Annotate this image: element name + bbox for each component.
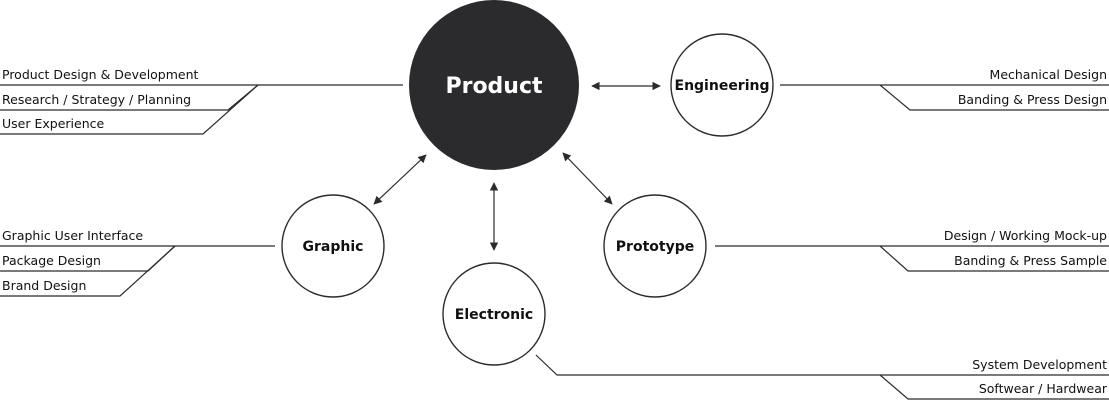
node-electronic-label: Electronic bbox=[455, 307, 533, 323]
list-item: Package Design bbox=[2, 253, 101, 268]
prototype-services-list: Design / Working Mock-up Banding & Press… bbox=[944, 228, 1107, 268]
relation-arrows bbox=[373, 81, 661, 251]
node-graphic: Graphic bbox=[281, 194, 385, 298]
node-electronic: Electronic bbox=[442, 262, 546, 366]
electronic-services-list: System Development Softwear / Hardwear bbox=[972, 357, 1108, 396]
engineering-services-list: Mechanical Design Banding & Press Design bbox=[958, 67, 1107, 107]
node-product-label: Product bbox=[445, 74, 543, 99]
list-item: Graphic User Interface bbox=[2, 228, 143, 243]
list-item: Design / Working Mock-up bbox=[944, 228, 1107, 243]
list-item: Mechanical Design bbox=[990, 67, 1107, 82]
list-item: System Development bbox=[972, 357, 1107, 372]
node-engineering: Engineering bbox=[670, 33, 774, 137]
node-engineering-label: Engineering bbox=[675, 78, 770, 94]
list-item: Brand Design bbox=[2, 278, 86, 293]
list-item: Softwear / Hardwear bbox=[979, 381, 1108, 396]
product-services-list: Product Design & Development Research / … bbox=[2, 67, 199, 131]
list-item: User Experience bbox=[2, 116, 104, 131]
node-product: Product bbox=[409, 0, 579, 170]
engineering-list-connectors bbox=[780, 84, 1109, 111]
node-graphic-label: Graphic bbox=[303, 239, 364, 255]
list-item: Product Design & Development bbox=[2, 67, 199, 82]
list-item: Banding & Press Sample bbox=[954, 253, 1107, 268]
node-prototype-label: Prototype bbox=[616, 239, 694, 255]
graphic-services-list: Graphic User Interface Package Design Br… bbox=[2, 228, 143, 293]
list-item: Research / Strategy / Planning bbox=[2, 92, 191, 107]
arrow-product-graphic bbox=[373, 154, 427, 205]
electronic-list-connectors bbox=[535, 354, 1109, 400]
arrow-product-prototype bbox=[562, 152, 613, 205]
product-list-connectors bbox=[0, 84, 403, 135]
list-item: Banding & Press Design bbox=[958, 92, 1107, 107]
graphic-list-connectors bbox=[0, 245, 275, 297]
node-prototype: Prototype bbox=[603, 194, 707, 298]
prototype-list-connectors bbox=[715, 245, 1109, 272]
